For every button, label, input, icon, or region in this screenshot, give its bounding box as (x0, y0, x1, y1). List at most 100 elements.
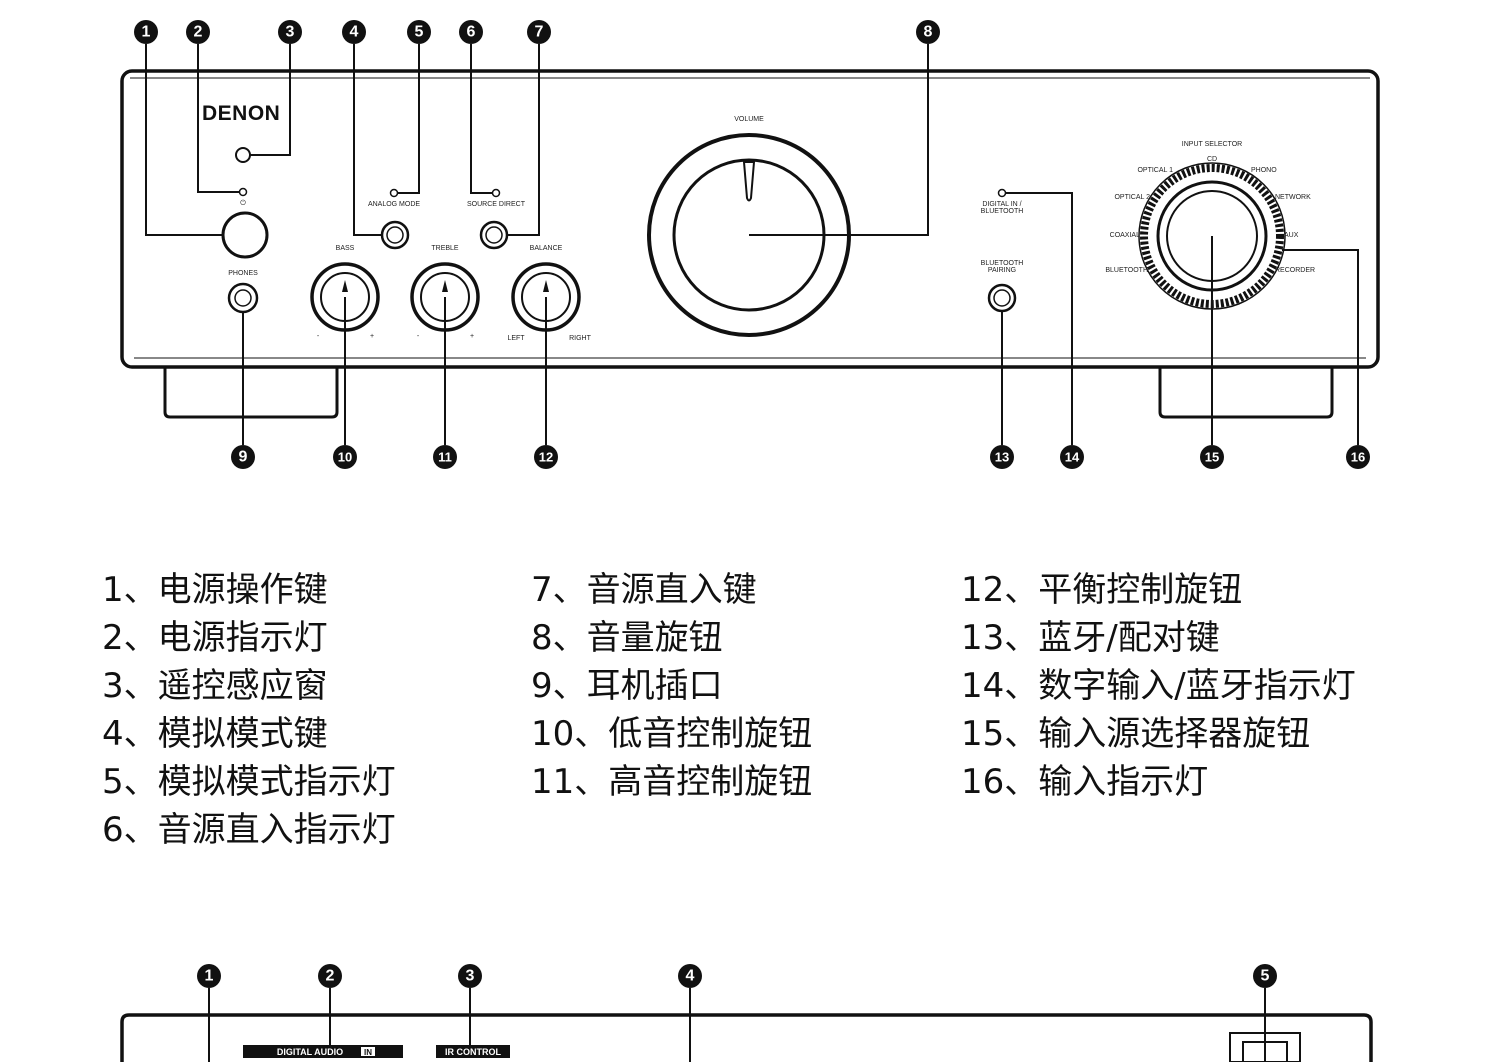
leader-3 (250, 44, 291, 156)
callout-number: 3 (466, 968, 475, 985)
input-network-label: NETWORK (1275, 194, 1311, 201)
legend-item: 6、音源直入指示灯 (102, 810, 396, 850)
leader-16 (1282, 249, 1359, 445)
balance-label: BALANCE (530, 245, 563, 252)
legend-column-1: 1、电源操作键 2、电源指示灯 3、遥控感应窗 4、模拟模式键 5、模拟模式指示… (102, 566, 396, 854)
legend-item: 5、模拟模式指示灯 (102, 762, 396, 802)
callout-badge: 3 (278, 20, 302, 44)
analog-mode-indicator (389, 188, 399, 198)
legend-column-2: 7、音源直入键 8、音量旋钮 9、耳机插口 10、低音控制旋钮 11、高音控制旋… (531, 566, 812, 806)
bass-label: BASS (336, 245, 355, 252)
callout-badge: 13 (990, 445, 1014, 469)
callout-number: 2 (326, 968, 335, 985)
callout-number: 5 (1261, 968, 1270, 985)
legend-item: 1、电源操作键 (102, 570, 328, 610)
callout-badge: 7 (527, 20, 551, 44)
legend-item: 9、耳机插口 (531, 666, 723, 706)
callout-badge: 4 (678, 964, 702, 988)
input-phono-label: PHONO (1251, 167, 1277, 174)
callout-number: 14 (1065, 450, 1080, 465)
callout-number: 8 (924, 24, 933, 41)
digital-in-label-1: DIGITAL IN / (982, 201, 1021, 208)
callout-number: 9 (239, 449, 248, 466)
callout-badge: 16 (1346, 445, 1370, 469)
callout-number: 3 (286, 24, 295, 41)
callout-number: 6 (467, 24, 476, 41)
leader-5 (398, 44, 420, 194)
remote-sensor-window (235, 147, 251, 163)
digital-audio-label: DIGITAL AUDIO (277, 1047, 343, 1057)
balance-left-label: LEFT (507, 335, 525, 342)
bass-knob-pointer (342, 280, 348, 292)
input-selector-label: INPUT SELECTOR (1182, 141, 1242, 148)
legend-item: 2、电源指示灯 (102, 618, 328, 658)
rear-panel-outline (120, 1013, 1373, 1062)
bt-pairing-label-1: BLUETOOTH (981, 260, 1024, 267)
treble-minus-label: - (417, 333, 420, 340)
callout-number: 16 (1351, 450, 1365, 465)
power-button[interactable] (221, 211, 269, 259)
legend-item: 7、音源直入键 (531, 570, 757, 610)
callout-number: 1 (142, 24, 151, 41)
leader-2 (197, 44, 239, 193)
legend-item: 16、输入指示灯 (961, 762, 1209, 802)
legend-item: 15、输入源选择器旋钮 (961, 714, 1311, 754)
input-aux-label: AUX (1284, 232, 1299, 239)
bt-pairing-label-2: PAIRING (988, 267, 1016, 274)
callout-badge: 5 (407, 20, 431, 44)
phones-label: PHONES (228, 270, 258, 277)
standby-icon: ⏻ (240, 199, 246, 207)
rear-leader-lines (208, 988, 1266, 1062)
rear-panel: DIGITAL AUDIO IN IR CONTROL 1 2 3 4 5 (120, 964, 1373, 1062)
callout-number: 4 (350, 24, 359, 41)
callout-number: 5 (415, 24, 424, 41)
callout-badge: 1 (134, 20, 158, 44)
bass-minus-label: - (317, 333, 320, 340)
legend-item: 11、高音控制旋钮 (531, 762, 813, 802)
callout-number: 13 (995, 450, 1009, 465)
legend-item: 12、平衡控制旋钮 (961, 570, 1243, 610)
leader-7 (507, 44, 540, 236)
callout-badge: 8 (916, 20, 940, 44)
bluetooth-pairing-button-inner (993, 289, 1011, 307)
legend-item: 4、模拟模式键 (102, 714, 328, 754)
treble-label: TREBLE (431, 245, 459, 252)
callout-badge: 2 (318, 964, 342, 988)
input-recorder-label: RECORDER (1275, 267, 1315, 274)
balance-right-label: RIGHT (569, 335, 592, 342)
digital-in-tag (361, 1047, 375, 1056)
callout-number: 7 (535, 24, 544, 41)
input-cd-label: CD (1207, 156, 1217, 163)
source-direct-indicator (491, 188, 501, 198)
callout-badge: 4 (342, 20, 366, 44)
callout-badge: 14 (1060, 445, 1084, 469)
leader-8 (749, 44, 929, 236)
input-optical1-label: OPTICAL 1 (1137, 167, 1173, 174)
phones-jack-inner (234, 289, 252, 307)
source-direct-button-inner (485, 226, 503, 244)
callout-badge: 11 (433, 445, 457, 469)
leader-14 (1006, 192, 1073, 445)
leader-6 (470, 44, 492, 194)
ir-control-label: IR CONTROL (445, 1047, 501, 1057)
callout-badge: 2 (186, 20, 210, 44)
leader-1 (145, 44, 223, 236)
analog-mode-button-inner (386, 226, 404, 244)
analog-mode-label: ANALOG MODE (368, 201, 420, 208)
bass-plus-label: + (370, 333, 374, 340)
legend-item: 10、低音控制旋钮 (531, 714, 813, 754)
legend-item: 14、数字输入/蓝牙指示灯 (961, 666, 1356, 706)
volume-label: VOLUME (734, 116, 764, 123)
callout-badge: 5 (1253, 964, 1277, 988)
callout-badge: 9 (231, 445, 255, 469)
ir-control-tag (436, 1045, 510, 1058)
callout-badge: 15 (1200, 445, 1224, 469)
legend-item: 13、蓝牙/配对键 (961, 618, 1220, 658)
front-callouts: 1 2 3 4 5 6 7 8 9 10 11 12 13 14 15 16 (134, 20, 1370, 469)
front-controls: DENON ⏻ PHONES ANALOG MODE SOURCE DIRECT… (202, 102, 1315, 342)
callout-number: 11 (438, 450, 452, 465)
power-indicator (238, 187, 248, 197)
digital-in-tag-label: IN (364, 1048, 372, 1057)
input-optical2-label: OPTICAL 2 (1114, 194, 1150, 201)
